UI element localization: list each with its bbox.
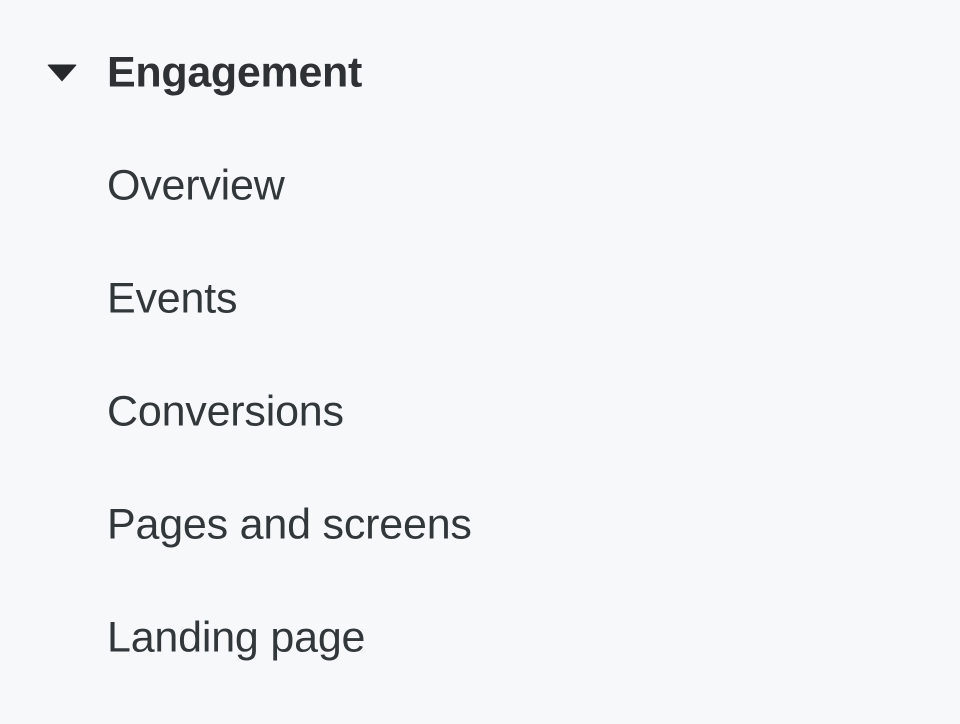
sidebar-item-pages-and-screens[interactable]: Pages and screens [0, 494, 960, 556]
sidebar-item-label: Events [107, 274, 238, 323]
nav-group-label: Engagement [107, 48, 363, 97]
sidebar-item-overview[interactable]: Overview [0, 155, 960, 217]
sidebar-item-landing-page[interactable]: Landing page [0, 607, 960, 669]
sidebar-item-conversions[interactable]: Conversions [0, 381, 960, 443]
sidebar-item-label: Landing page [107, 613, 366, 662]
caret-down-icon[interactable] [47, 64, 77, 82]
sidebar-item-label: Conversions [107, 387, 344, 436]
sidebar-item-events[interactable]: Events [0, 268, 960, 330]
nav-group-engagement[interactable]: Engagement [0, 44, 960, 102]
sidebar-item-label: Overview [107, 161, 285, 210]
sidebar-item-label: Pages and screens [107, 500, 472, 549]
